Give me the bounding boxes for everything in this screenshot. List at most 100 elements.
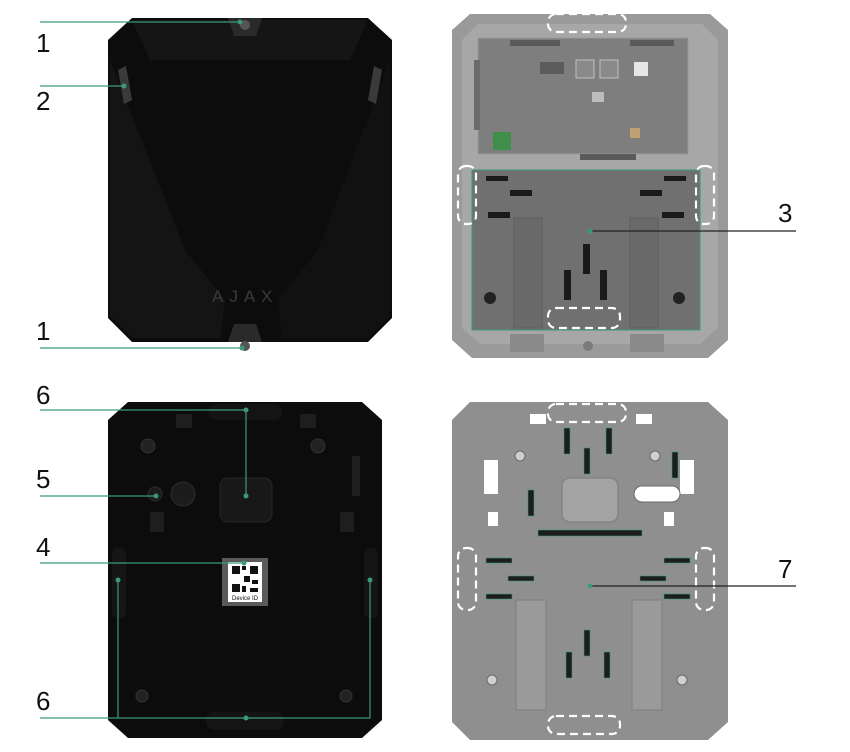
open-case-panel — [452, 12, 728, 358]
back-hole-top-right — [310, 438, 326, 454]
board-chip — [540, 62, 564, 74]
plate-slot-v8 — [603, 651, 611, 679]
back-screw-recess — [170, 481, 196, 507]
plate-white-block-right — [680, 460, 694, 494]
board-bottom-connector — [580, 154, 636, 160]
leader-1-bottom-dot — [239, 345, 245, 351]
plate-white-block-left — [484, 460, 498, 494]
board-button — [592, 92, 604, 102]
plate-white-small-left — [488, 512, 498, 526]
slot-e — [486, 176, 508, 181]
mount-hole-left — [484, 292, 496, 304]
leader-6-top-dot-b — [243, 493, 249, 499]
callout-leaders — [40, 19, 796, 721]
back-hole-bottom-left — [135, 689, 149, 703]
device-id-caption: Device ID — [232, 596, 259, 602]
leader-6-bottom — [40, 580, 119, 719]
green-terminal-block — [493, 132, 511, 150]
back-hole-bottom-right — [339, 689, 353, 703]
case-bottom-hole — [583, 341, 593, 351]
callout-1-bottom: 1 — [36, 316, 50, 346]
plate-rib-right — [631, 599, 663, 711]
callout-6-top: 6 — [36, 380, 50, 410]
callout-6-bottom: 6 — [36, 686, 50, 716]
plate-hole-top-right — [649, 450, 661, 462]
plate-white-tab-1 — [530, 414, 546, 424]
plate-slot-h1 — [485, 557, 513, 564]
board-qr-label — [634, 62, 648, 76]
sim-slot-1 — [575, 59, 595, 79]
leader-2-dot — [121, 83, 127, 89]
board-connector-top-right — [630, 40, 674, 46]
back-side-slot-right — [364, 548, 378, 618]
front-cover-facet-left — [110, 60, 225, 338]
leader-6-bottom-dot-a — [115, 577, 121, 583]
leader-6-bottom-right — [118, 580, 371, 719]
callout-5: 5 — [36, 464, 50, 494]
back-case-panel: Device ID — [108, 402, 382, 738]
slot-f — [664, 176, 686, 181]
front-cover-facet-right — [278, 60, 390, 338]
plate-long-slot — [537, 529, 643, 537]
compartment-rib-left — [513, 217, 543, 329]
dashed-zone-bottom — [546, 306, 622, 330]
plate-slot-h3 — [485, 593, 513, 600]
plate-dashed-bottom — [546, 714, 622, 736]
plate-center-recess — [561, 477, 619, 523]
bottom-screw-notch — [228, 324, 262, 342]
compartment-rib-right — [629, 217, 659, 329]
callout-7: 7 — [778, 554, 792, 584]
callout-4: 4 — [36, 532, 50, 562]
plate-hole-bottom-right — [676, 674, 688, 686]
front-cover-panel: AJAX — [108, 18, 392, 351]
plate-white-small-right — [664, 512, 674, 526]
back-rect-1 — [150, 512, 164, 532]
leader-7-dot — [587, 583, 593, 589]
back-slot-1 — [176, 414, 192, 428]
slot-c — [640, 190, 662, 196]
slot-d — [662, 212, 684, 218]
plate-dashed-top — [546, 402, 628, 424]
plate-dashed-left — [456, 546, 478, 612]
center-slot-3 — [583, 244, 590, 274]
leader-5-dot — [153, 493, 159, 499]
center-slot-1 — [564, 270, 571, 300]
center-slot-2 — [600, 270, 607, 300]
mounting-plate-panel — [452, 402, 728, 740]
slot-a — [510, 190, 532, 196]
callout-3: 3 — [778, 198, 792, 228]
plate-slot-v5 — [671, 451, 679, 479]
plate-slot-h4 — [663, 557, 691, 564]
case-tab-right — [630, 334, 664, 352]
dashed-zone-left — [456, 164, 478, 226]
callout-1-top: 1 — [36, 28, 50, 58]
front-cover-facet-top — [132, 20, 368, 60]
plate-rib-left — [515, 599, 547, 711]
board-component — [630, 128, 640, 138]
case-tab-left — [510, 334, 544, 352]
plate-slot-v3 — [583, 447, 591, 475]
leader-3-dot — [587, 228, 593, 234]
back-rect-3 — [352, 456, 360, 496]
plate-slot-v1 — [563, 427, 571, 455]
back-slot-2 — [300, 414, 316, 428]
plate-slot-v6 — [565, 651, 573, 679]
callout-labels: 1 2 1 3 6 5 4 6 7 — [36, 28, 792, 716]
back-bottom-recess — [206, 712, 284, 730]
slot-b — [488, 212, 510, 218]
plate-slot-h2 — [507, 575, 535, 582]
mount-hole-right — [673, 292, 685, 304]
board-connector-top-left — [510, 40, 560, 46]
leader-6-top-dot-a — [243, 407, 249, 413]
sim-slot-2 — [599, 59, 619, 79]
leader-1-top-dot — [237, 19, 243, 25]
right-vent — [368, 66, 382, 104]
plate-slot-v2 — [605, 427, 613, 455]
back-side-slot-left — [112, 548, 126, 618]
device-qr-code — [232, 566, 258, 592]
leader-6-bottom-dot-b — [367, 577, 373, 583]
callout-2: 2 — [36, 86, 50, 116]
plate-slot-h5 — [639, 575, 667, 582]
plate-hole-bottom-left — [486, 674, 498, 686]
back-hole-top-left — [140, 438, 156, 454]
